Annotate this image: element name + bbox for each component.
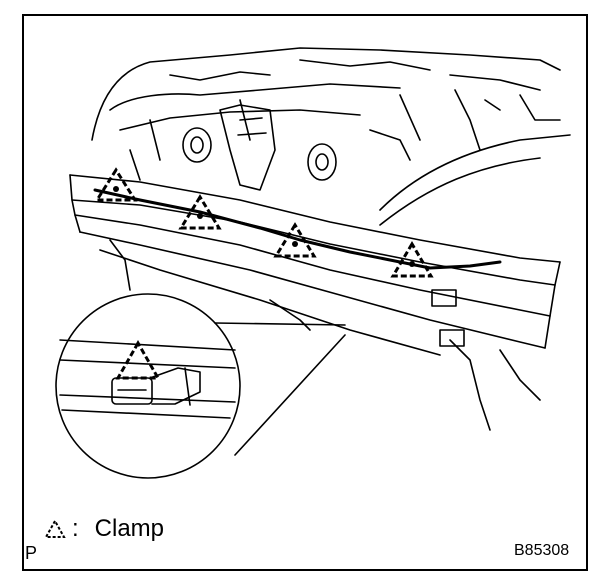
wire-harness bbox=[93, 188, 502, 270]
corner-letter: P bbox=[25, 543, 38, 563]
legend-separator: : bbox=[72, 515, 79, 542]
horn-right bbox=[307, 143, 337, 181]
figure-code: B85308 bbox=[514, 542, 570, 559]
horn-left bbox=[182, 127, 212, 163]
hood-latch-bracket bbox=[219, 104, 276, 191]
hood-edge bbox=[379, 134, 571, 211]
clamp-marker-icon bbox=[94, 167, 138, 202]
legend-label: Clamp bbox=[94, 515, 165, 542]
bumper-reinforcement bbox=[69, 174, 561, 356]
clamp-marker-icon bbox=[390, 241, 434, 278]
legend: : Clamp bbox=[44, 515, 164, 543]
clamp-detail-marker-icon bbox=[115, 339, 161, 380]
clamp-marker-icon bbox=[178, 194, 222, 230]
engine-compartment bbox=[91, 47, 561, 181]
dashed-triangle-icon bbox=[44, 519, 66, 538]
detail-magnifier bbox=[55, 293, 346, 479]
figure-frame bbox=[22, 14, 588, 571]
clamp-marker-icon bbox=[273, 222, 317, 258]
